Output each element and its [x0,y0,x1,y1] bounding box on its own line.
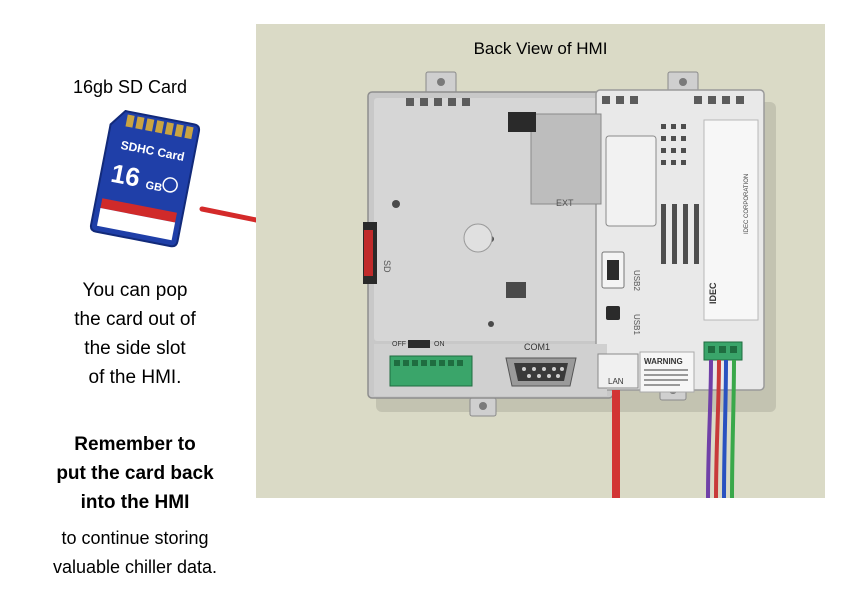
off-label: OFF [392,341,406,348]
sd-card-image: SDHC Card 16 GB [85,108,205,248]
pop-line: You can pop [82,280,188,301]
usb2-label: USB2 [632,270,641,291]
sd-class-icon [162,177,178,193]
storing-line: valuable chiller data. [52,557,218,577]
lan-label: LAN [608,377,624,386]
sd-card-caption: 16gb SD Card [72,77,188,97]
pop-instructions: You can pop the card out of the side slo… [40,276,230,392]
ext-label: EXT [556,198,574,208]
hmi-device-graphic: EXT SD IDEC IDEC CORPORATION [363,71,776,498]
photo-title: Back View of HMI [473,39,608,58]
sd-slot-label: SD [382,260,392,273]
remember-line: Remember to [74,434,196,455]
brand-label: IDEC [708,282,718,304]
warning-label: WARNING [644,357,683,366]
sd-card-graphic: SDHC Card 16 GB [89,109,201,248]
corporation-label: IDEC CORPORATION [744,174,750,234]
storing-instructions: to continue storing valuable chiller dat… [25,524,245,582]
pop-line: of the HMI. [88,367,182,388]
remember-line: into the HMI [80,492,190,513]
sd-card-capacity: 16 [109,158,143,193]
pop-line: the side slot [84,338,186,359]
storing-line: to continue storing [61,528,209,548]
remember-line: put the card back [56,463,214,484]
pop-line: the card out of [74,309,196,330]
remember-instructions: Remember to put the card back into the H… [25,430,245,517]
hmi-back-photo: Back View of HMI [256,24,825,498]
usb1-label: USB1 [632,314,641,335]
sd-card-capacity-unit: GB [144,179,163,194]
com1-label: COM1 [524,342,550,352]
on-label: ON [434,341,445,348]
